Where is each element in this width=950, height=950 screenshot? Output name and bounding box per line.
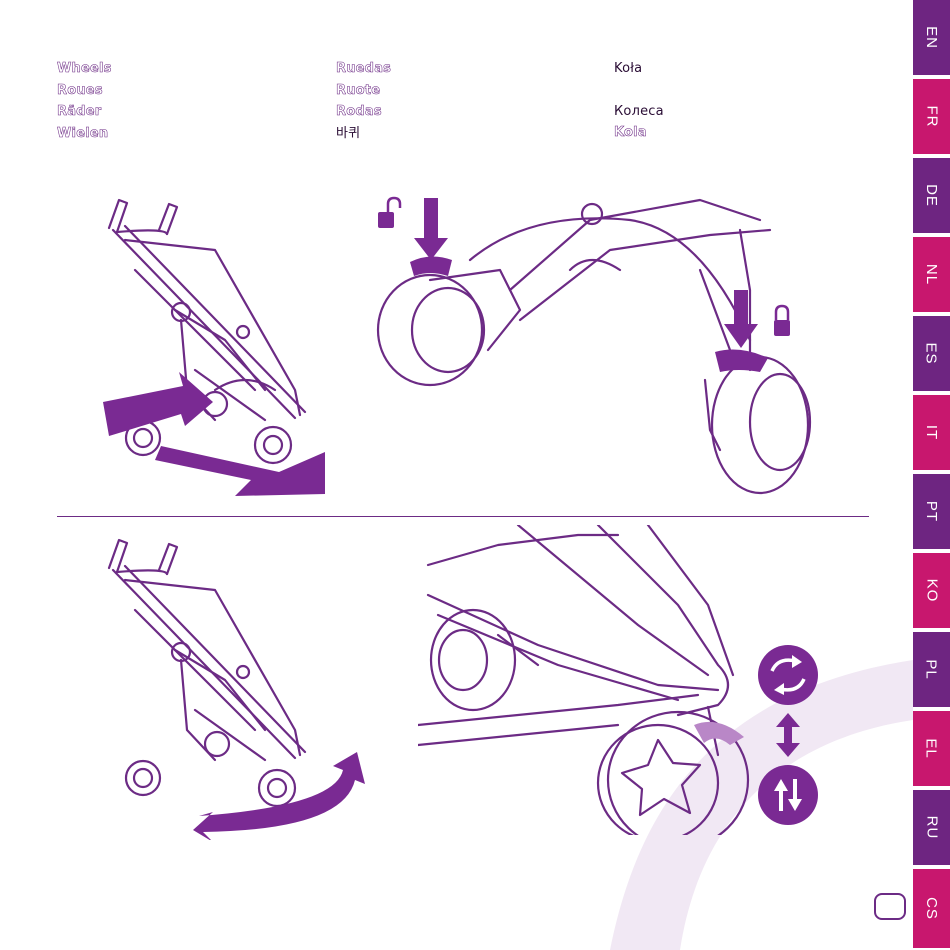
tab-nl[interactable]: NL [913, 237, 950, 314]
heading-fr: Roues [57, 80, 112, 102]
stroller-illustration-remove [95, 190, 335, 505]
tab-el[interactable]: EL [913, 711, 950, 788]
stroller-illustration-swivel [95, 530, 385, 840]
heading-cs: Kola [614, 122, 664, 144]
heading-column-2: Ruedas Ruote Rodas 바퀴 [336, 58, 391, 144]
heading-pl: Koła [614, 58, 664, 80]
heading-column-3: Koła Колеса Kola [614, 58, 664, 144]
heading-es: Ruedas [336, 58, 391, 80]
heading-gap [614, 80, 664, 101]
page-number-box [874, 893, 906, 920]
heading-nl: Wielen [57, 123, 112, 145]
tab-ko[interactable]: KO [913, 553, 950, 630]
swivel-wheel-illustration [418, 525, 838, 835]
tab-it[interactable]: IT [913, 395, 950, 472]
heading-column-1: Wheels Roues Räder Wielen [57, 58, 112, 144]
tab-cs[interactable]: CS [913, 869, 950, 950]
tab-en[interactable]: EN [913, 0, 950, 77]
unlock-icon [378, 198, 400, 228]
heading-de: Räder [57, 101, 112, 123]
heading-ko: 바퀴 [336, 123, 391, 145]
tab-pl[interactable]: PL [913, 632, 950, 709]
section-divider [57, 516, 869, 517]
up-down-arrow-icon [776, 713, 800, 757]
heading-it: Ruote [336, 80, 391, 102]
tab-de[interactable]: DE [913, 158, 950, 235]
rotate-icon [758, 645, 818, 705]
tab-es[interactable]: ES [913, 316, 950, 393]
heading-en: Wheels [57, 58, 112, 80]
tab-fr[interactable]: FR [913, 79, 950, 156]
tab-ru[interactable]: RU [913, 790, 950, 867]
heading-pt: Rodas [336, 101, 391, 123]
language-sidebar: EN FR DE NL ES IT PT KO PL EL RU CS [913, 0, 950, 950]
lock-icon [774, 306, 790, 336]
tab-pt[interactable]: PT [913, 474, 950, 551]
heading-ru: Колеса [614, 101, 664, 123]
lever-lock-illustration [370, 190, 820, 500]
rear-wheel [255, 427, 291, 463]
swap-arrows-icon [758, 765, 818, 825]
